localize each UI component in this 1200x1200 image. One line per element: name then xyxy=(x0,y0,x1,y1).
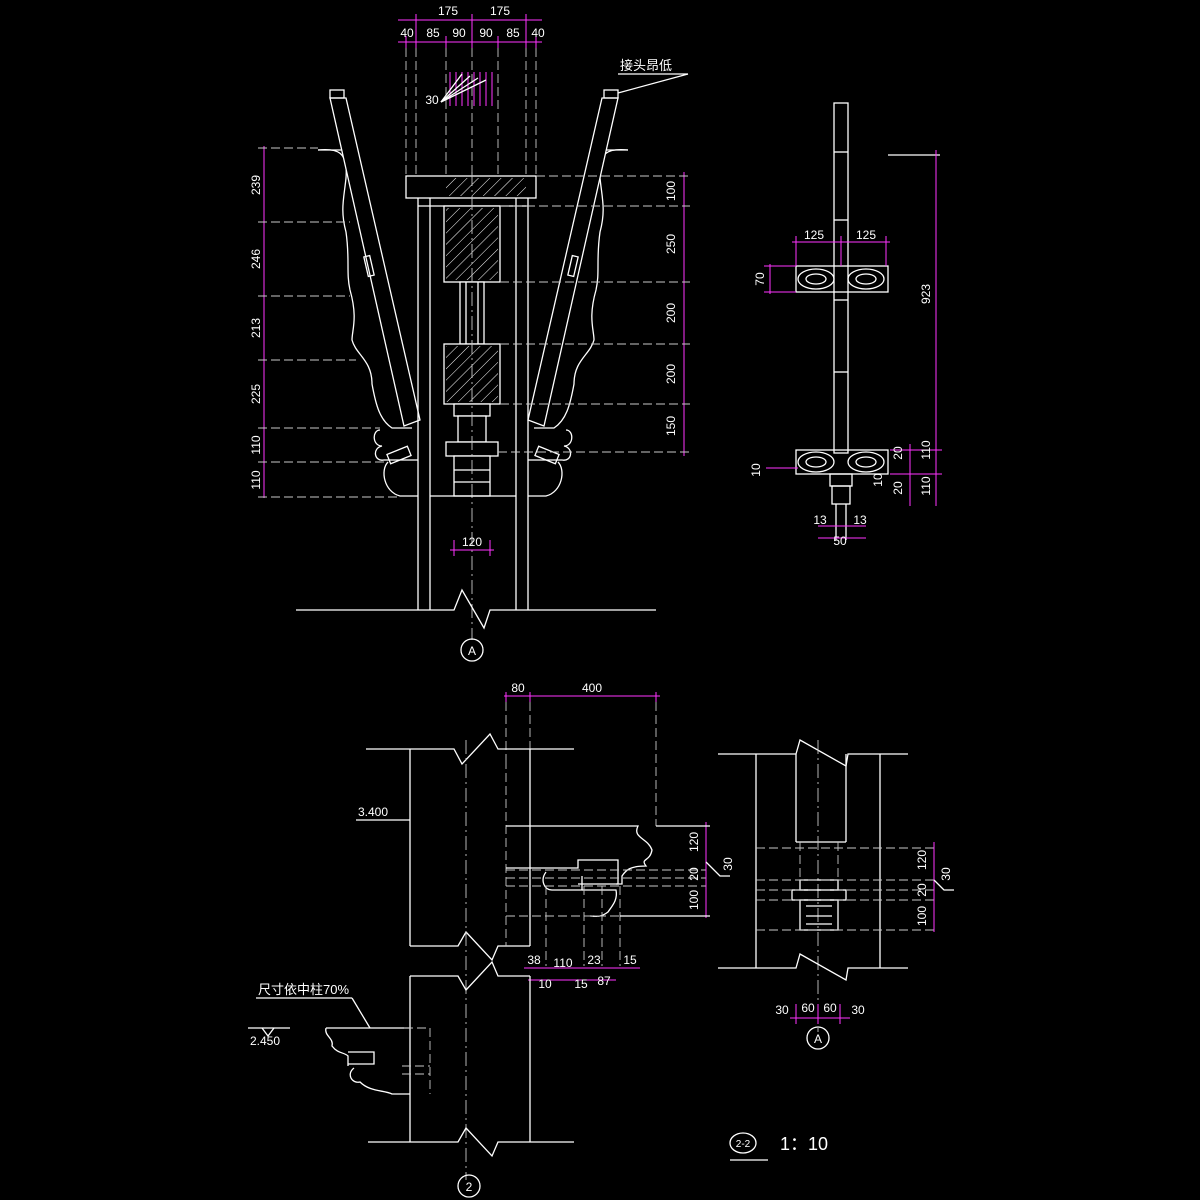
sec2-right-slope: 30 xyxy=(721,857,735,871)
dim-bottom-width: 120 xyxy=(462,535,482,549)
right-dim-3: 200 xyxy=(664,303,678,323)
sec2-elevation-upper: 3.400 xyxy=(358,805,388,819)
side-elevation: 125 125 70 923 10 20 10 20 110 110 13 13… xyxy=(749,102,942,548)
dim-width-part-3: 90 xyxy=(452,26,466,40)
sec2-right-dim-2: 20 xyxy=(687,867,701,881)
title-scale: 1：10 xyxy=(780,1134,828,1154)
front-elevation: 175 175 40 85 90 90 85 40 xyxy=(249,4,690,662)
svg-text:2: 2 xyxy=(466,1180,473,1194)
section-marker-a-bottom xyxy=(806,1026,830,1050)
sec2-bottom-1: 38 xyxy=(527,953,541,967)
dim-width-left-total: 175 xyxy=(438,4,458,18)
side-foot-width: 50 xyxy=(833,534,847,548)
left-dim-1: 239 xyxy=(249,175,263,195)
dim-width-part-5: 85 xyxy=(506,26,520,40)
dim-width-part-4: 90 xyxy=(479,26,493,40)
right-diagonal-arm xyxy=(527,97,619,427)
side-height-total: 923 xyxy=(919,284,933,304)
drawing-title: 2-2 1：10 xyxy=(729,1132,828,1161)
sec2-top-length: 400 xyxy=(582,681,602,695)
note-joint-lower: 接头昂低 xyxy=(620,58,672,73)
left-bracket-profile xyxy=(317,148,412,429)
slope-label-30: 30 xyxy=(425,93,439,107)
right-dim-1: 100 xyxy=(664,181,678,201)
section-a: 120 20 100 30 30 60 60 30 A xyxy=(718,739,954,1050)
right-dim-5: 150 xyxy=(664,416,678,436)
side-arm-left: 125 xyxy=(804,228,824,242)
section-marker-a-top xyxy=(460,638,484,662)
seca-right-dim-3: 100 xyxy=(915,906,929,926)
dim-width-part-1: 40 xyxy=(400,26,414,40)
side-low-mid-b: 10 xyxy=(871,473,885,487)
side-top-thk: 70 xyxy=(753,272,767,286)
seca-bottom-3: 60 xyxy=(823,1001,837,1015)
side-low-right-a: 110 xyxy=(919,440,933,459)
left-dim-2: 246 xyxy=(249,249,263,269)
right-dim-2: 250 xyxy=(664,234,678,254)
sec2-bottom-5: 10 xyxy=(538,977,552,991)
dim-width-part-6: 40 xyxy=(531,26,545,40)
sec2-elevation-lower: 2.450 xyxy=(250,1034,280,1048)
left-dim-6: 110 xyxy=(249,470,263,489)
section-marker-2 xyxy=(457,1174,481,1198)
title-mark: 2-2 xyxy=(736,1139,751,1150)
side-foot-left: 13 xyxy=(813,513,827,527)
seca-bottom-2: 60 xyxy=(801,1001,815,1015)
left-dim-5: 110 xyxy=(249,435,263,454)
seca-bottom-1: 30 xyxy=(775,1003,789,1017)
section-2: 80 400 3.400 120 20 100 xyxy=(248,681,735,1198)
sec2-right-dim-1: 120 xyxy=(687,832,701,852)
side-low-mid-c: 20 xyxy=(891,481,905,495)
left-diagonal-arm xyxy=(329,97,421,427)
svg-text:A: A xyxy=(814,1032,822,1046)
sec2-bottom-4: 15 xyxy=(623,953,637,967)
sec2-bottom-6: 15 xyxy=(574,977,588,991)
right-dim-4: 200 xyxy=(664,364,678,384)
left-dim-4: 225 xyxy=(249,384,263,404)
sec2-bottom-2: 110 xyxy=(553,956,572,970)
sec2-bottom-7: 87 xyxy=(597,974,611,988)
sec2-top-offset: 80 xyxy=(511,681,525,695)
side-arm-right: 125 xyxy=(856,228,876,242)
seca-bottom-4: 30 xyxy=(851,1003,865,1017)
side-low-mid-a: 20 xyxy=(891,446,905,460)
svg-text:A: A xyxy=(468,644,476,658)
dim-width-right-total: 175 xyxy=(490,4,510,18)
side-low-right-b: 110 xyxy=(919,476,933,495)
seca-right-slope: 30 xyxy=(939,867,953,881)
sec2-right-dim-3: 100 xyxy=(687,890,701,910)
side-post xyxy=(833,102,849,454)
dim-width-part-2: 85 xyxy=(426,26,440,40)
seca-right-dim-2: 20 xyxy=(915,883,929,897)
side-low-left: 10 xyxy=(749,463,763,477)
seca-right-dim-1: 120 xyxy=(915,850,929,870)
left-dim-3: 213 xyxy=(249,318,263,338)
sec2-note: 尺寸依中柱70% xyxy=(258,982,349,997)
side-foot-right: 13 xyxy=(853,513,867,527)
sec2-bottom-3: 23 xyxy=(587,953,601,967)
